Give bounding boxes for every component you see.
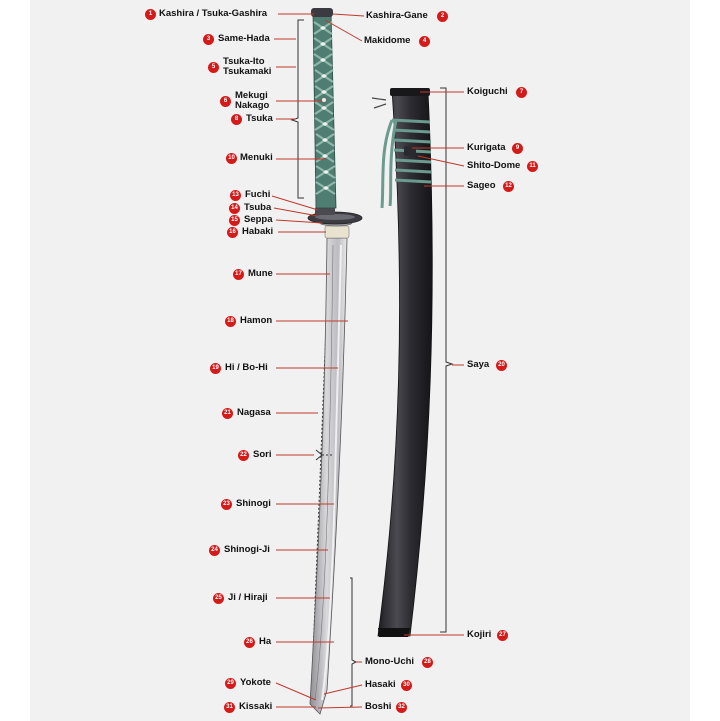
part-label-shinogi-ji: Shinogi-Ji (224, 544, 270, 555)
part-number-2: 2 (437, 11, 448, 22)
part-number-19: 19 (210, 363, 221, 374)
tsuba-highlight (315, 214, 355, 220)
part-label-nagasa: Nagasa (237, 407, 271, 418)
part-label-hi: Hi / Bo-Hi (225, 362, 268, 373)
part-number-25: 25 (213, 593, 224, 604)
part-label-mekugi: Mekugi Nakago (235, 91, 280, 111)
part-number-5: 5 (208, 62, 219, 73)
hamon-line (321, 244, 342, 701)
part-label-habaki: Habaki (242, 226, 274, 237)
kashira (311, 8, 333, 17)
part-number-8: 8 (231, 114, 242, 125)
part-number-23: 23 (221, 499, 232, 510)
part-label-fuchi: Fuchi (245, 189, 271, 200)
part-label-kissaki: Kissaki (239, 701, 273, 712)
part-label-hasaki: Hasaki (365, 679, 396, 690)
koiguchi (390, 88, 430, 96)
part-label-ji-hiraji: Ji / Hiraji (228, 592, 268, 603)
part-label-hamon: Hamon (240, 315, 273, 326)
part-number-1: 1 (145, 9, 156, 20)
part-label-koiguchi: Koiguchi (467, 86, 508, 97)
part-label-boshi: Boshi (365, 701, 392, 712)
part-number-21: 21 (222, 408, 233, 419)
part-number-30: 30 (401, 680, 412, 691)
part-label-tsuka-ito: Tsuka-Ito Tsukamaki (223, 57, 283, 77)
part-number-6: 6 (220, 96, 231, 107)
part-number-11: 11 (527, 161, 538, 172)
part-label-sageo: Sageo (467, 180, 496, 191)
same-hada-diamonds (320, 26, 329, 190)
part-number-26: 26 (244, 637, 255, 648)
part-label-kurigata: Kurigata (467, 142, 506, 153)
part-number-31: 31 (224, 702, 235, 713)
part-label-menuki: Menuki (240, 152, 273, 163)
part-number-14: 14 (229, 203, 240, 214)
part-label-saya: Saya (467, 359, 490, 370)
mekugi-peg (321, 97, 327, 103)
part-number-20: 20 (496, 360, 507, 371)
part-label-seppa: Seppa (244, 214, 273, 225)
part-label-kojiri: Kojiri (467, 629, 492, 640)
part-number-12: 12 (503, 181, 514, 192)
part-label-tsuka: Tsuka (246, 113, 273, 124)
part-label-tsuka-ito-text: Tsuka-Ito Tsukamaki (223, 56, 272, 77)
part-number-16: 16 (227, 227, 238, 238)
saya (377, 89, 433, 637)
part-label-makidome: Makidome (364, 35, 411, 46)
leader-lines (271, 13, 465, 709)
part-label-tsuba: Tsuba (244, 202, 272, 213)
part-number-22: 22 (238, 450, 249, 461)
part-label-kashira: Kashira / Tsuka-Gashira (159, 8, 268, 19)
sageo-cord (380, 118, 432, 209)
fuchi (315, 207, 335, 215)
part-number-10: 10 (226, 153, 237, 164)
sageo-tassel (371, 97, 387, 109)
part-label-mono-uchi: Mono-Uchi (365, 656, 415, 667)
part-number-15: 15 (229, 215, 240, 226)
part-number-24: 24 (209, 545, 220, 556)
kojiri (378, 628, 410, 637)
part-label-shinogi: Shinogi (236, 498, 271, 509)
part-label-kashira-gane: Kashira-Gane (366, 10, 428, 21)
part-label-shito-dome: Shito-Dome (467, 160, 521, 171)
part-number-29: 29 (225, 678, 236, 689)
part-number-27: 27 (497, 630, 508, 641)
part-label-same-hada: Same-Hada (218, 33, 270, 44)
part-number-4: 4 (419, 36, 430, 47)
part-label-mune: Mune (248, 268, 273, 279)
habaki (324, 225, 350, 239)
part-number-3: 3 (203, 34, 214, 45)
part-label-ha: Ha (259, 636, 272, 647)
part-number-28: 28 (422, 657, 433, 668)
part-number-32: 32 (396, 702, 407, 713)
diagram-background (30, 0, 690, 721)
part-number-17: 17 (233, 269, 244, 280)
sori-arrow (315, 449, 323, 461)
part-label-mekugi-text: Mekugi Nakago (235, 90, 270, 111)
part-number-18: 18 (225, 316, 236, 327)
part-label-sori: Sori (253, 449, 272, 460)
part-number-9: 9 (512, 143, 523, 154)
part-label-yokote: Yokote (240, 677, 271, 688)
part-number-13: 13 (230, 190, 241, 201)
part-number-7: 7 (516, 87, 527, 98)
